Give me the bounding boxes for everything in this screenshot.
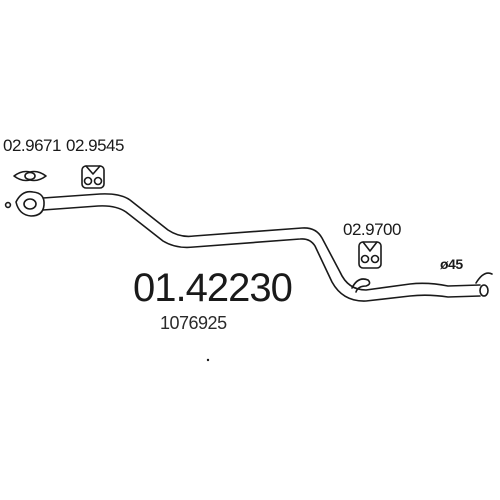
- center-mark: [206, 358, 210, 362]
- pipe-diameter-label: ø45: [440, 256, 463, 272]
- hanger-rear-ref-label: 02.9700: [343, 220, 401, 239]
- hanger-front-ref-label: 02.9545: [66, 136, 124, 155]
- pipe-clamp-icon: [351, 278, 371, 293]
- flange-icon: [4, 190, 45, 217]
- rubber-hanger-icon: [358, 241, 382, 269]
- gasket-icon: [13, 170, 47, 182]
- rubber-hanger-icon: [81, 165, 105, 189]
- exhaust-pipe-icon: [42, 193, 493, 302]
- main-part-number: 01.42230: [133, 266, 293, 310]
- gasket-ref-label: 02.9671: [3, 136, 61, 155]
- oem-number: 1076925: [160, 313, 227, 333]
